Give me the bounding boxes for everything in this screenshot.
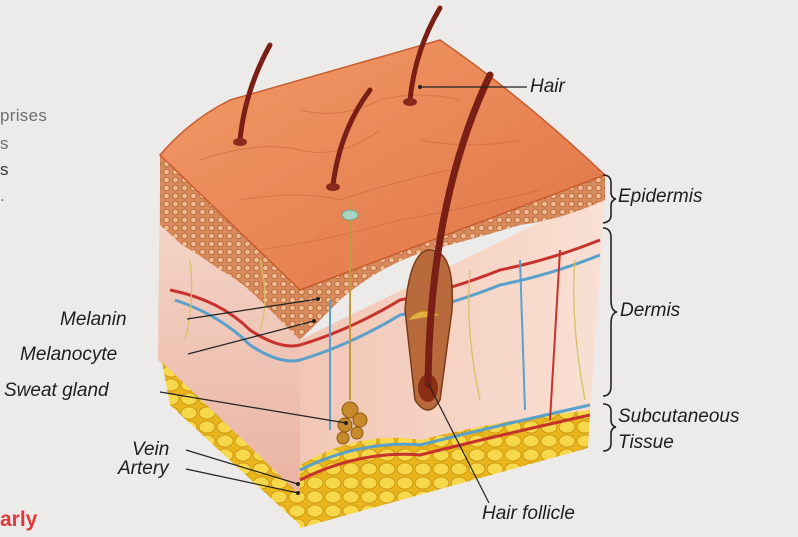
- label-hair-follicle: Hair follicle: [482, 503, 575, 525]
- label-epidermis: Epidermis: [618, 186, 702, 208]
- label-dermis: Dermis: [620, 300, 680, 322]
- label-sweat-gland: Sweat gland: [4, 380, 109, 402]
- label-artery: Artery: [118, 458, 169, 480]
- label-melanocyte: Melanocyte: [20, 344, 117, 366]
- label-subcutaneous: Subcutaneous: [618, 406, 740, 428]
- label-tissue: Tissue: [618, 432, 674, 454]
- layer-brackets: [603, 175, 617, 451]
- label-melanin: Melanin: [60, 309, 127, 331]
- label-hair: Hair: [530, 76, 565, 98]
